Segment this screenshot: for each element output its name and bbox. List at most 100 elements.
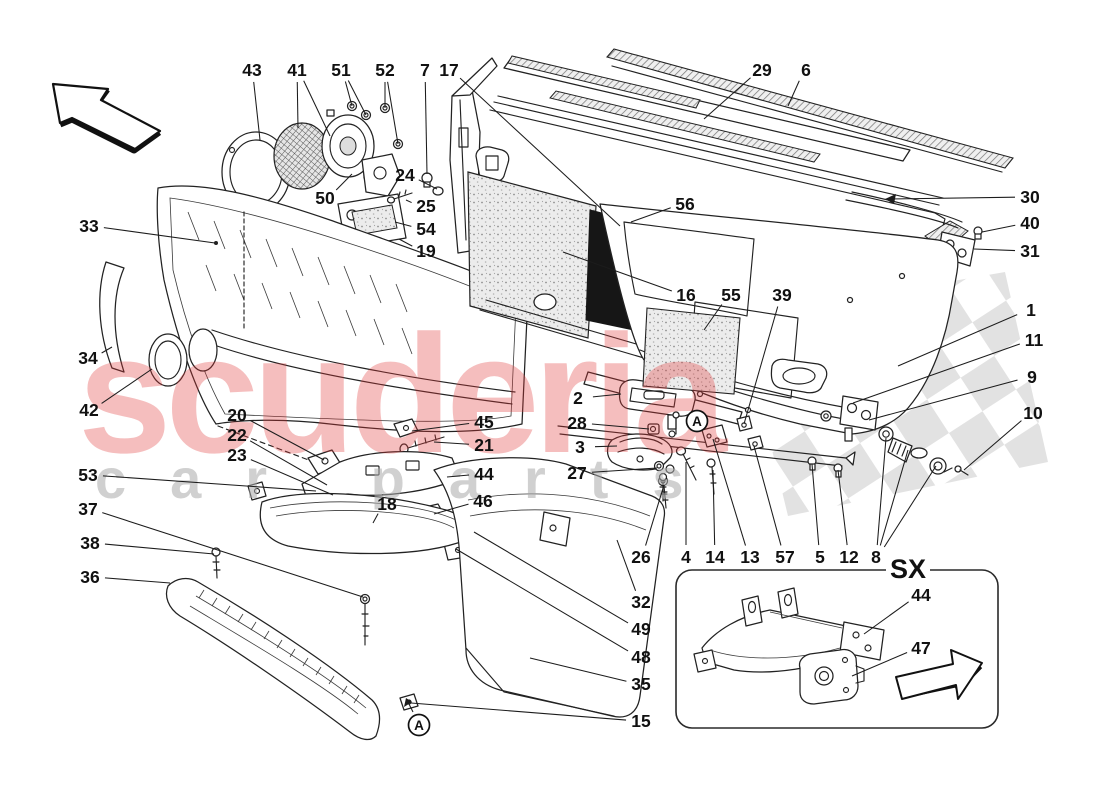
leader-line-34	[101, 346, 113, 354]
leader-line-51	[347, 80, 367, 116]
callout-label-11: 11	[1025, 330, 1044, 350]
leader-line-23	[250, 459, 334, 496]
leader-line-45	[411, 422, 470, 432]
callout-label-50: 50	[315, 188, 335, 208]
callout-label-49: 49	[631, 619, 651, 639]
direction-arrow-inset	[895, 649, 983, 700]
leader-line-41	[296, 81, 299, 129]
callout-label-38: 38	[80, 533, 100, 553]
callout-label-19: 19	[416, 241, 436, 261]
callout-label-43: 43	[242, 60, 262, 80]
watermark: scuderia car parts	[78, 300, 735, 510]
callout-label-52: 52	[375, 60, 395, 80]
leader-line-35	[529, 657, 627, 682]
leader-line-24	[418, 179, 438, 190]
inset-lock-47	[798, 648, 865, 705]
leader-line-11	[852, 343, 1021, 404]
callout-label-32: 32	[631, 592, 651, 612]
callout-label-26: 26	[631, 547, 651, 567]
leader-line-44	[446, 474, 470, 478]
callout-label-56: 56	[675, 194, 695, 214]
leader-line-28	[591, 423, 650, 430]
callout-label-47: 47	[911, 638, 930, 658]
leader-line-57	[753, 445, 782, 546]
leader-line-47	[851, 652, 908, 677]
leader-line-19	[398, 238, 413, 247]
callout-label-4: 4	[681, 547, 691, 567]
leader-line-43	[253, 81, 261, 141]
leader-line-6	[787, 80, 800, 107]
callout-label-13: 13	[740, 547, 760, 567]
leader-line-18	[372, 513, 379, 524]
callout-label-37: 37	[78, 499, 97, 519]
leader-line-41	[303, 80, 331, 137]
leader-line-30	[889, 196, 1016, 200]
leader-line-50	[335, 173, 353, 191]
leader-line-15	[410, 702, 627, 721]
callout-label-46: 46	[473, 491, 493, 511]
callout-label-31: 31	[1020, 241, 1040, 261]
callout-label-55: 55	[721, 285, 741, 305]
leader-line-25	[405, 199, 412, 204]
callout-label-17: 17	[439, 60, 458, 80]
window-rail-strips	[489, 48, 1014, 230]
leader-line-8	[876, 437, 887, 546]
leader-line-9	[868, 379, 1018, 421]
callout-label-51: 51	[331, 60, 351, 80]
callout-label-1: 1	[1026, 300, 1036, 320]
callout-label-29: 29	[752, 60, 772, 80]
leader-line-52	[387, 81, 399, 145]
callout-label-41: 41	[287, 60, 307, 80]
callout-label-25: 25	[416, 196, 436, 216]
callout-label-57: 57	[775, 547, 794, 567]
leader-line-5	[811, 463, 820, 546]
leader-line-22	[249, 440, 328, 486]
armrest-assembly	[211, 418, 488, 646]
leader-line-51	[344, 81, 353, 107]
callout-label-5: 5	[815, 547, 825, 567]
watermark-tagline: car parts	[95, 447, 728, 510]
leader-lines	[101, 77, 1022, 721]
callout-label-33: 33	[79, 216, 99, 236]
hinge-and-lock-barrel	[820, 395, 969, 476]
inset-box: SX	[675, 554, 999, 729]
leader-line-21	[433, 441, 470, 445]
detail-marker-A: A	[407, 713, 431, 737]
svg-text:A: A	[692, 414, 702, 429]
clip-15	[399, 693, 419, 713]
direction-arrow-top-left	[51, 82, 162, 154]
leader-line-53	[102, 475, 317, 492]
leader-line-46	[433, 503, 469, 515]
leader-line-40	[981, 224, 1016, 233]
watermark-brand: scuderia	[78, 300, 729, 488]
leader-line-48	[455, 548, 629, 652]
callout-label-9: 9	[1027, 367, 1037, 387]
callout-label-40: 40	[1020, 213, 1040, 233]
callout-label-23: 23	[227, 445, 247, 465]
callout-label-36: 36	[80, 567, 100, 587]
leader-line-26	[645, 484, 665, 546]
leader-line-10	[963, 420, 1022, 471]
callout-label-22: 22	[227, 425, 247, 445]
lower-trim-strip	[165, 577, 381, 741]
callout-label-3: 3	[575, 437, 585, 457]
callout-label-54: 54	[416, 219, 436, 239]
view-markers: AA	[407, 409, 709, 737]
leader-line-8	[883, 465, 937, 548]
callout-label-16: 16	[676, 285, 696, 305]
callout-label-14: 14	[705, 547, 725, 567]
leader-line-2	[592, 393, 622, 398]
callout-label-27: 27	[567, 463, 586, 483]
callout-label-24: 24	[395, 165, 415, 185]
leader-line-20	[250, 420, 325, 461]
trim-hatch-marks	[187, 211, 413, 355]
leader-line-7	[424, 81, 428, 175]
callout-label-8: 8	[871, 547, 881, 567]
speaker-assembly	[221, 100, 404, 239]
callout-label-12: 12	[839, 547, 859, 567]
leader-line-49	[473, 531, 629, 624]
leader-line-36	[104, 577, 171, 584]
